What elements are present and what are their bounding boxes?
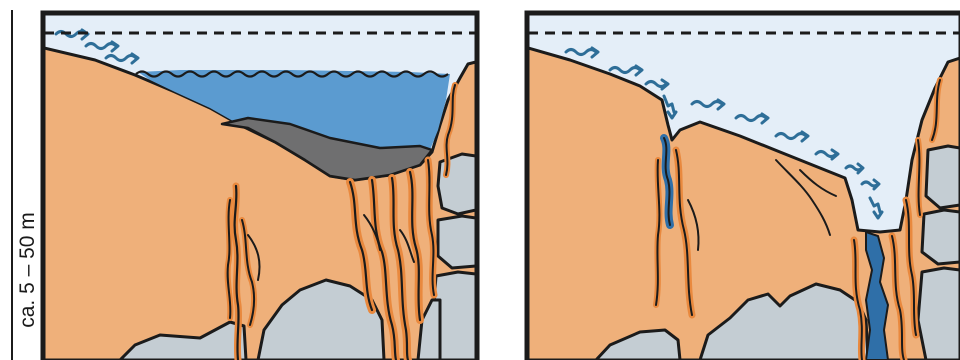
left-rock-block-2 [438, 216, 476, 268]
right-rock-block-2 [922, 210, 960, 264]
scale-label: ca. 5 – 50 m [16, 212, 39, 328]
right-rock-block-3 [918, 268, 960, 360]
left-rock-block-1 [438, 154, 476, 214]
right-panel [528, 14, 960, 360]
left-panel [44, 14, 476, 360]
right-rock-block-1 [926, 146, 960, 208]
